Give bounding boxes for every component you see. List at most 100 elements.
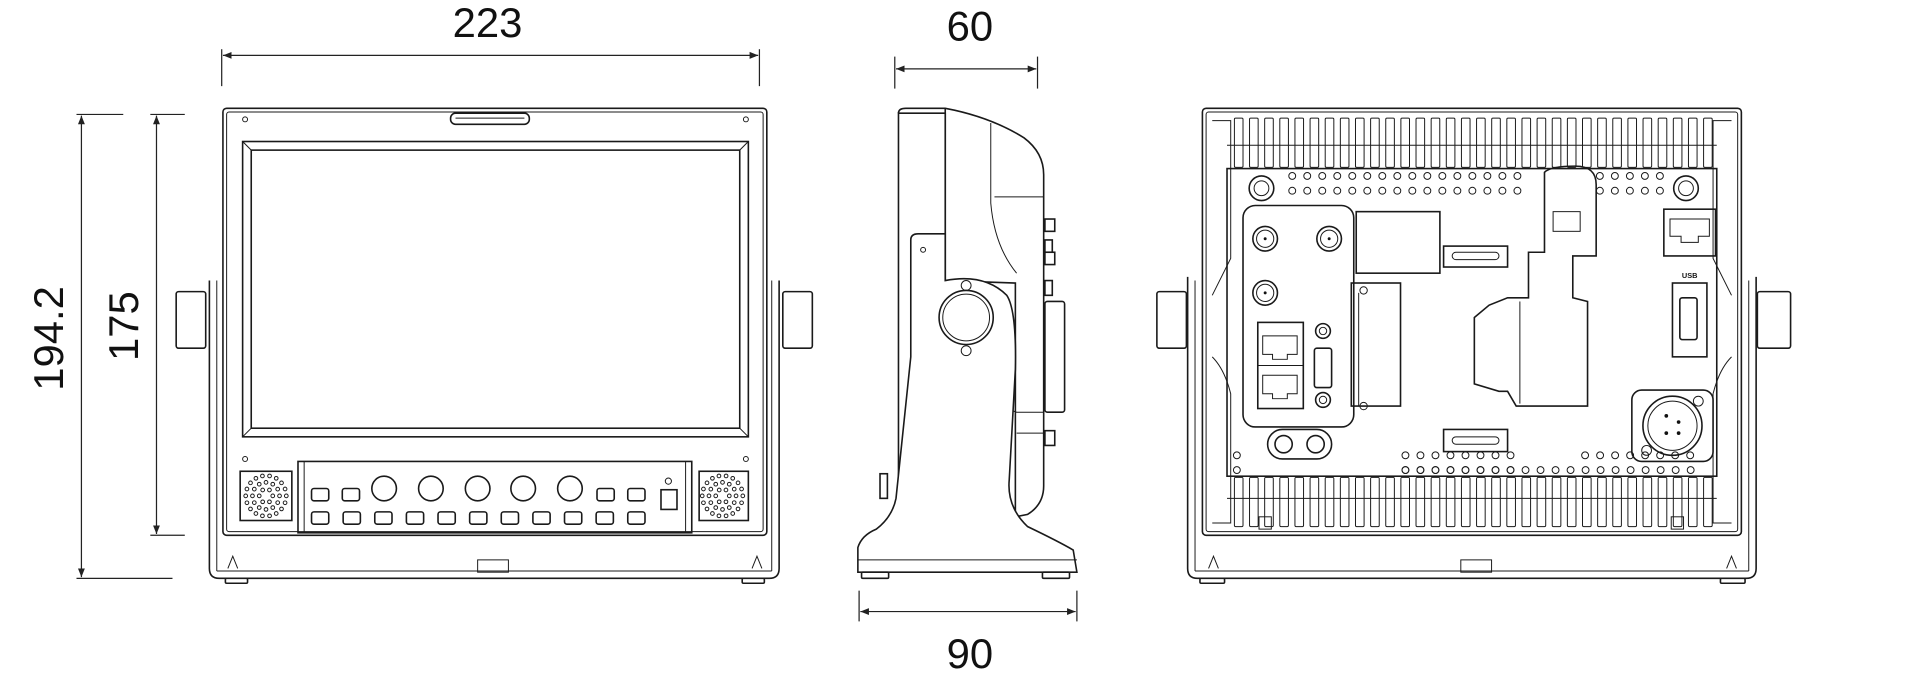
function-button (563, 511, 583, 525)
function-button (500, 511, 520, 525)
vent-hole (1483, 186, 1492, 195)
slot-top (1442, 245, 1509, 268)
bnc-connector (1316, 225, 1343, 252)
function-button (341, 487, 361, 502)
speaker-hole (701, 500, 706, 506)
speaker-hole (260, 499, 266, 505)
speaker-hole (260, 513, 265, 519)
cooling-fin (1370, 117, 1380, 168)
vent-hole (1476, 466, 1485, 474)
side-stand (857, 232, 1078, 573)
speaker-hole (726, 505, 732, 510)
cooling-fin (1657, 476, 1668, 528)
speaker-hole (275, 486, 281, 492)
rear-right-knob (1756, 290, 1792, 350)
dimension-depth-base-label: 90 (947, 630, 994, 677)
function-button (596, 487, 616, 502)
vent-hole (1378, 186, 1387, 195)
function-button (532, 511, 551, 525)
speaker-hole (250, 493, 255, 499)
cooling-fin (1612, 476, 1622, 528)
speaker-hole (723, 513, 729, 519)
vent-hole (1408, 186, 1417, 195)
cooling-fin (1233, 117, 1244, 168)
function-button (342, 511, 362, 525)
vent-hole (1581, 466, 1590, 474)
vent-hole (1232, 451, 1241, 460)
vent-hole (1303, 172, 1312, 180)
screen-bezel (241, 140, 750, 438)
cooling-fin (1233, 476, 1244, 528)
cooling-fin (1324, 117, 1335, 168)
rotary-knob (556, 475, 584, 502)
speaker-hole (267, 513, 272, 519)
vent-hole (1438, 172, 1447, 180)
cooling-fin (1385, 476, 1395, 528)
vent-hole (1303, 186, 1312, 195)
speaker-hole (706, 493, 712, 499)
cooling-fin (1476, 117, 1486, 168)
vent-hole (1318, 172, 1327, 180)
speaker-hole (282, 486, 288, 492)
speaker-hole (716, 499, 722, 505)
dimension-body-height: 175 (100, 113, 185, 536)
cooling-fin (1400, 476, 1410, 528)
speaker-hole (731, 486, 737, 492)
rotary-knob (417, 475, 444, 502)
cooling-fin (1597, 476, 1607, 528)
cooling-fin (1582, 476, 1592, 528)
vent-hole (1506, 466, 1515, 474)
rear-foot-left (1199, 577, 1226, 585)
rear-left-knob (1156, 290, 1188, 350)
function-button (468, 511, 488, 525)
speaker-hole (716, 473, 722, 479)
cooling-fin (1309, 476, 1320, 528)
label-area (1355, 210, 1441, 274)
vent-hole (1498, 186, 1507, 195)
vent-hole (1483, 172, 1492, 180)
speaker-hole (726, 481, 732, 487)
speaker-hole (731, 500, 737, 505)
vent-hole (1656, 466, 1665, 474)
speaker-hole (273, 511, 279, 516)
speaker-hole (713, 505, 719, 510)
cooling-fin (1506, 117, 1516, 168)
cooling-fin (1264, 117, 1274, 168)
speaker-hole (267, 473, 272, 479)
function-button (310, 511, 330, 525)
vent-hole (1506, 451, 1515, 460)
front-view (175, 107, 814, 585)
speaker-hole (251, 486, 257, 492)
speaker-hole (256, 493, 262, 499)
vent-hole (1625, 186, 1634, 195)
function-button (310, 487, 330, 502)
cooling-fin (1339, 476, 1350, 528)
speaker-hole (260, 473, 265, 479)
speaker-hole (253, 511, 259, 516)
speaker-hole (708, 486, 714, 492)
cooling-fin (1324, 476, 1335, 528)
cooling-fin (1354, 476, 1365, 528)
rotary-knob (464, 475, 491, 502)
cooling-fin (1279, 476, 1289, 528)
cooling-fin (1476, 476, 1486, 528)
speaker-hole (710, 511, 715, 516)
speaker-hole (244, 486, 250, 492)
power-led (664, 477, 672, 485)
cooling-fin (1264, 476, 1274, 528)
cooling-fin (1536, 117, 1547, 168)
side-connector (1044, 218, 1056, 233)
cooling-fin (1627, 476, 1638, 528)
cooling-fin (1339, 117, 1350, 168)
speaker-hole (277, 493, 282, 499)
dimension-width-label: 223 (453, 0, 523, 46)
speaker-hole (275, 500, 281, 505)
hdmi-port (1313, 347, 1333, 389)
speaker-hole (256, 505, 262, 510)
battery-plate-side (1044, 300, 1066, 414)
vent-hole (1408, 172, 1417, 180)
vent-hole (1596, 466, 1605, 474)
speaker-hole (730, 511, 736, 516)
